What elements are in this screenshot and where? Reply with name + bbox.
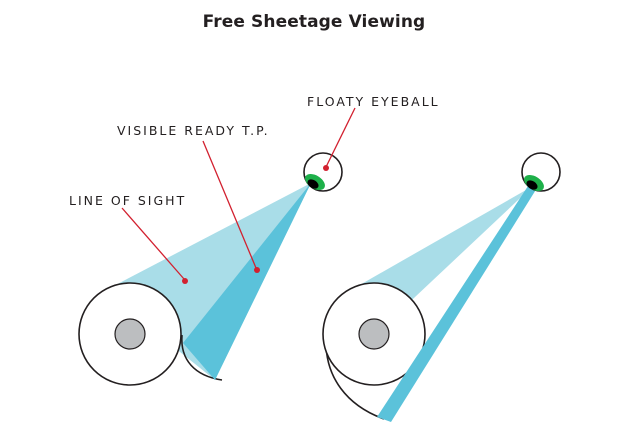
- label-line-of-sight: LINE OF SIGHT: [69, 193, 187, 208]
- right-roll-core: [358, 318, 390, 350]
- right-scenario: [322, 152, 561, 422]
- label-visible-ready-tp: VISIBLE READY T.P.: [117, 123, 270, 138]
- left-roll-core: [114, 318, 146, 350]
- left-eyeball-pupil: [307, 179, 319, 189]
- leader-dot-floaty-eyeball: [323, 165, 329, 171]
- right-floaty-eyeball: [521, 152, 561, 192]
- left-floaty-eyeball: [303, 152, 343, 192]
- right-visible-ready-tp-strip: [377, 186, 537, 422]
- right-eyeball-pupil: [526, 180, 538, 190]
- leader-line-floaty-eyeball: [325, 107, 356, 168]
- leader-dot-line-of-sight: [182, 278, 188, 284]
- label-floaty-eyeball: FLOATY EYEBALL: [307, 94, 440, 109]
- leader-line-visible-ready-tp: [202, 140, 257, 269]
- left-visible-ready-tp-strip: [183, 183, 311, 380]
- leader-dot-visible-ready-tp: [254, 267, 260, 273]
- leader-line-line-of-sight: [121, 207, 185, 280]
- diagram-title: Free Sheetage Viewing: [202, 12, 426, 32]
- left-scenario: [78, 107, 356, 386]
- right-toilet-paper-roll: [322, 282, 426, 420]
- left-toilet-paper-roll: [78, 282, 223, 386]
